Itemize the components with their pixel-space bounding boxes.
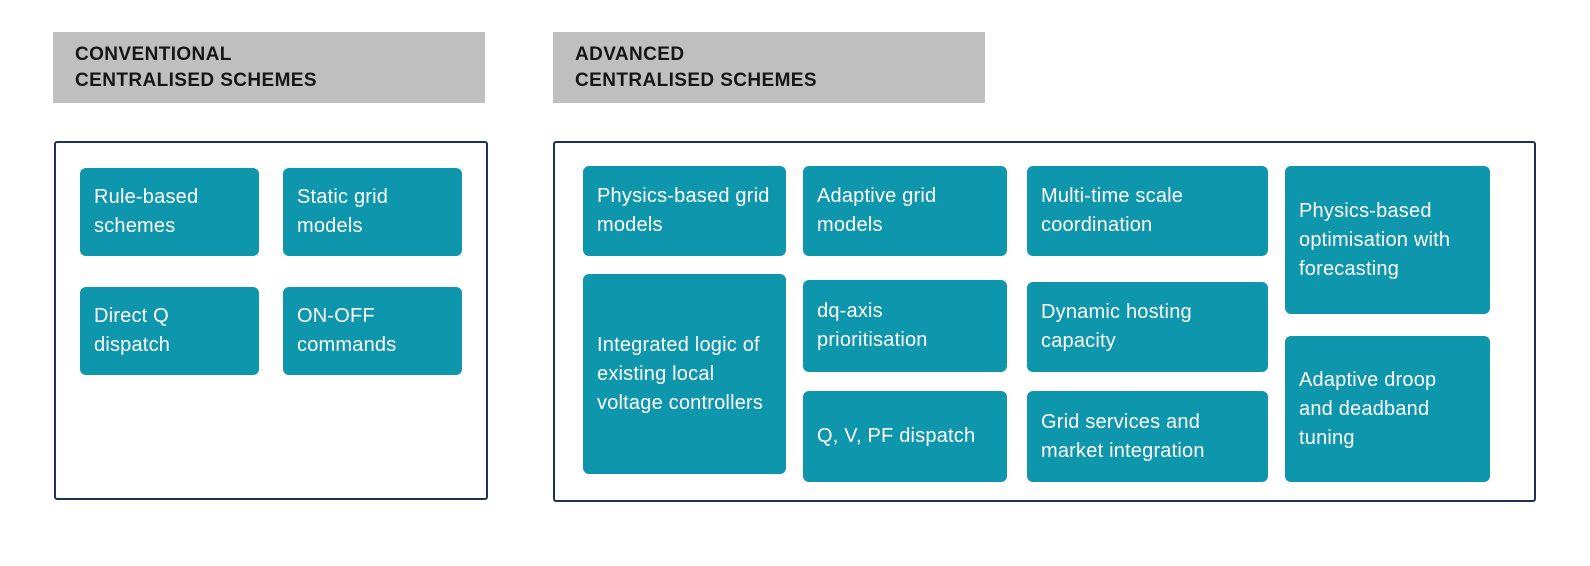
scheme-box-label: Adaptive droop and deadband tuning <box>1299 368 1437 449</box>
scheme-box-multi-time-scale-coordination: Multi-time scale coordination <box>1027 166 1268 256</box>
scheme-box-on-off-commands: ON-OFF commands <box>283 287 462 375</box>
conventional-panel: Rule-based schemes Static grid models Di… <box>54 141 488 500</box>
conventional-section-header: CONVENTIONAL CENTRALISED SCHEMES <box>53 32 485 103</box>
header-line-1: CONVENTIONAL <box>75 43 232 65</box>
scheme-box-label: dq-axis prioritisation <box>817 300 928 351</box>
scheme-box-physics-based-optimisation: Physics-based optimisation with forecast… <box>1285 166 1490 314</box>
header-line-2: CENTRALISED SCHEMES <box>575 69 817 91</box>
scheme-box-label: Static grid models <box>297 186 389 237</box>
scheme-box-static-grid-models: Static grid models <box>283 168 462 256</box>
scheme-box-rule-based: Rule-based schemes <box>80 168 259 256</box>
advanced-panel: Physics-based grid models Adaptive grid … <box>553 141 1536 502</box>
scheme-box-direct-q-dispatch: Direct Q dispatch <box>80 287 259 375</box>
scheme-box-label: Dynamic hosting capacity <box>1041 301 1192 352</box>
scheme-box-label: Adaptive grid models <box>817 185 937 236</box>
scheme-box-dq-axis-prioritisation: dq-axis prioritisation <box>803 280 1007 372</box>
scheme-box-adaptive-grid-models: Adaptive grid models <box>803 166 1007 256</box>
scheme-box-label: Integrated logic of existing local volta… <box>597 333 764 414</box>
scheme-box-q-v-pf-dispatch: Q, V, PF dispatch <box>803 391 1007 482</box>
scheme-box-label: Physics-based optimisation with forecast… <box>1299 199 1451 280</box>
advanced-section-header: ADVANCED CENTRALISED SCHEMES <box>553 32 985 103</box>
header-line-1: ADVANCED <box>575 43 685 65</box>
header-line-2: CENTRALISED SCHEMES <box>75 69 317 91</box>
scheme-box-adaptive-droop-deadband: Adaptive droop and deadband tuning <box>1285 336 1490 482</box>
scheme-box-label: Grid services and market integration <box>1041 410 1205 462</box>
scheme-box-label: Rule-based schemes <box>94 186 199 237</box>
scheme-box-label: Q, V, PF dispatch <box>817 425 976 447</box>
scheme-box-label: Direct Q dispatch <box>94 305 171 356</box>
scheme-box-grid-services-market: Grid services and market integration <box>1027 391 1268 482</box>
scheme-box-label: Physics-based grid models <box>597 185 770 236</box>
scheme-box-label: ON-OFF commands <box>297 305 397 356</box>
scheme-box-physics-based-grid-models: Physics-based grid models <box>583 166 786 256</box>
scheme-box-label: Multi-time scale coordination <box>1041 185 1184 236</box>
scheme-box-dynamic-hosting-capacity: Dynamic hosting capacity <box>1027 282 1268 372</box>
scheme-box-integrated-logic: Integrated logic of existing local volta… <box>583 274 786 474</box>
